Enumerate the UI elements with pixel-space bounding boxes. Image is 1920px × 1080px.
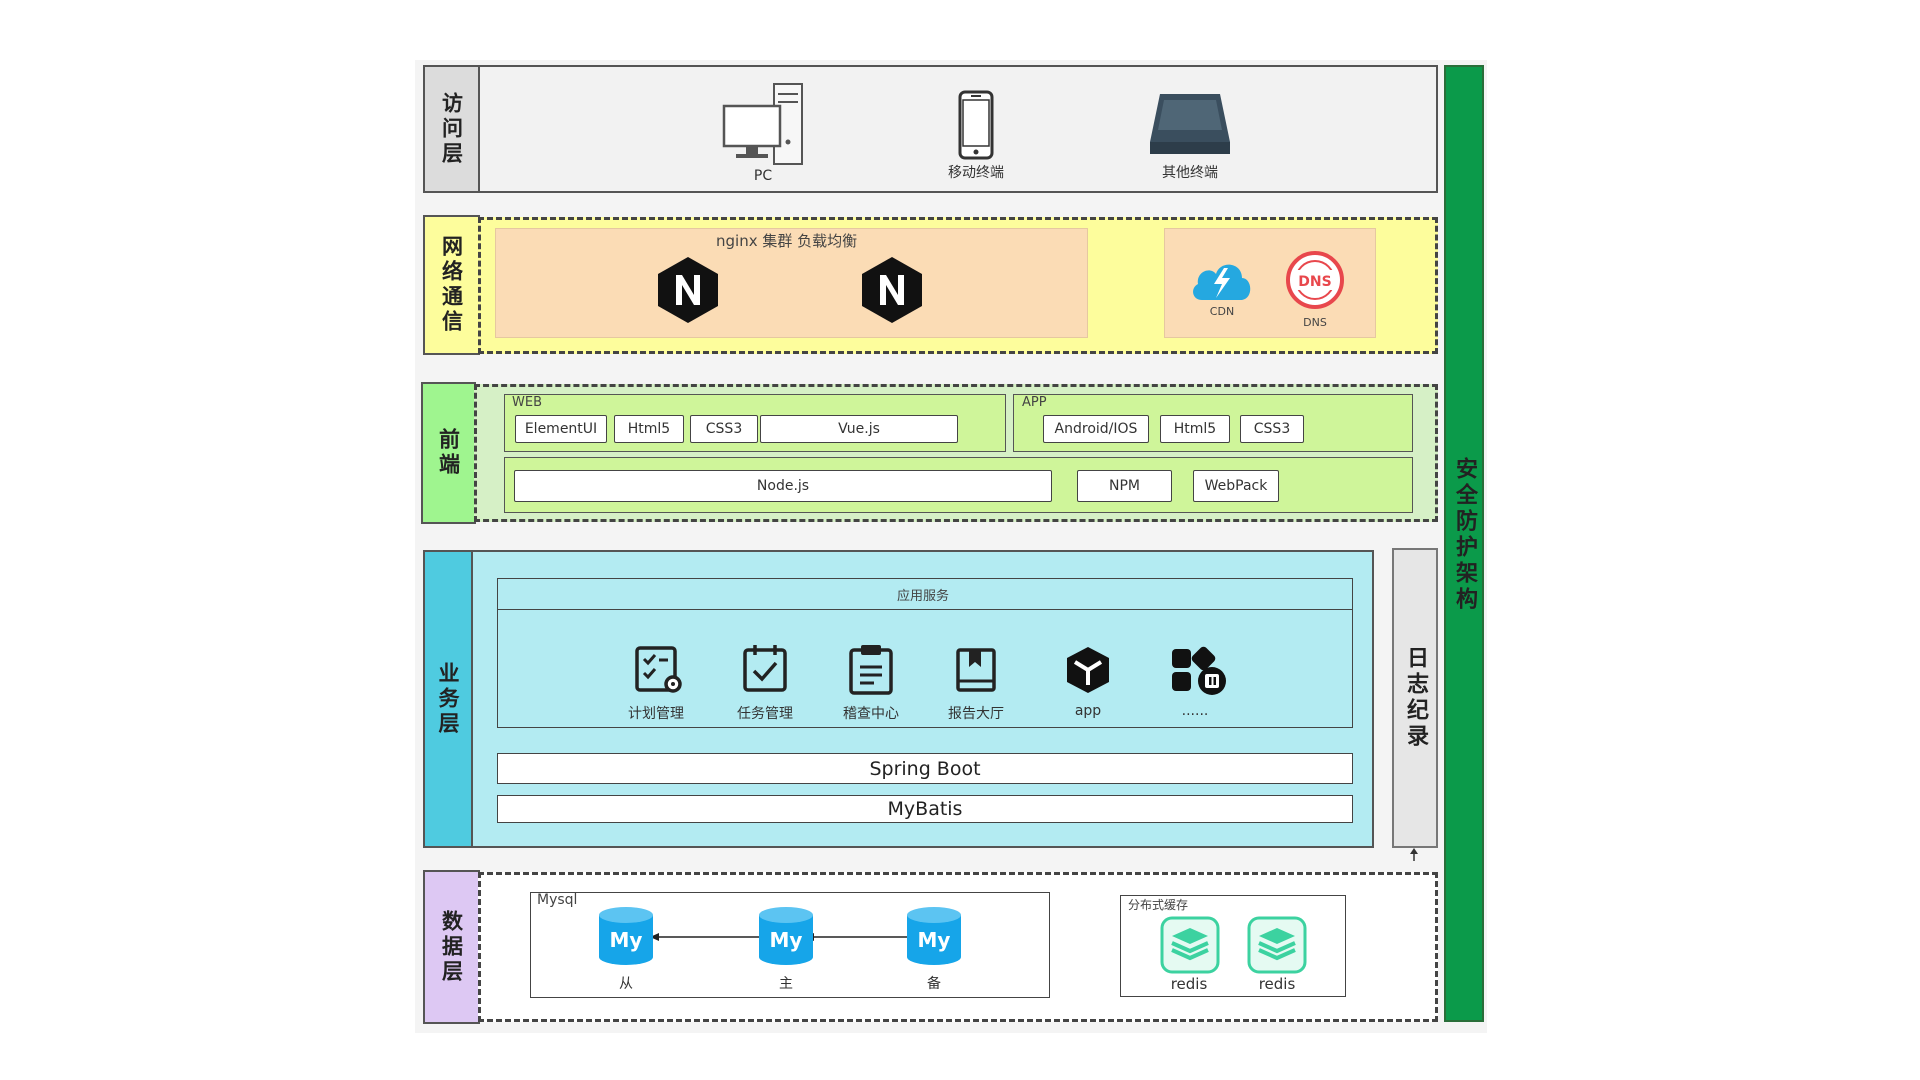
- mobile-caption: 移动终端: [948, 165, 1004, 181]
- mysql-database-icon: My: [599, 907, 653, 965]
- web-tech-vuejs: Vue.js: [760, 415, 958, 443]
- business-layer-text: 业务层: [436, 661, 460, 737]
- dns-caption: DNS: [1303, 316, 1327, 329]
- service-caption: ......: [1181, 703, 1209, 719]
- mysql-badge-text: My: [610, 928, 643, 952]
- mysql-node-caption: 主: [779, 976, 793, 992]
- mysql-node-caption: 备: [927, 976, 941, 992]
- nginx-icon: [862, 257, 922, 323]
- service-caption: 稽查中心: [843, 706, 899, 722]
- redis-icon: [1247, 916, 1307, 974]
- log-record-bar: 日志纪录: [1392, 548, 1438, 848]
- mysql-database-icon: My: [907, 907, 961, 965]
- log-record-label: 日志纪录: [1403, 646, 1428, 750]
- nginx-icon: [658, 257, 718, 323]
- data-layer-label: 数据层: [423, 870, 480, 1024]
- web-tech-css3: CSS3: [690, 415, 758, 443]
- distributed-cache-box: [1120, 895, 1346, 997]
- task-management-icon: [743, 645, 787, 692]
- network-layer-text: 网络通信: [439, 235, 464, 335]
- redis-caption: redis: [1258, 975, 1296, 993]
- access-layer-panel: [478, 65, 1438, 193]
- app-tech-android-ios: Android/IOS: [1043, 415, 1149, 443]
- nginx-cluster-box: [495, 228, 1088, 338]
- app-service-title: 应用服务: [897, 589, 950, 604]
- mysql-database-icon: My: [759, 907, 813, 965]
- audit-center-icon: [849, 645, 893, 695]
- redis-caption: redis: [1170, 975, 1208, 993]
- log-arrow-icon: [1410, 848, 1418, 861]
- redis-icon: [1160, 916, 1220, 974]
- mysql-title: Mysql: [537, 892, 578, 908]
- security-label: 安全防护架构: [1452, 457, 1477, 613]
- access-layer-label: 访问层: [423, 65, 480, 193]
- dns-badge-text: DNS: [1298, 274, 1331, 290]
- other-terminal-icon: [1150, 94, 1230, 154]
- access-layer-text: 访问层: [439, 91, 464, 167]
- network-layer-label: 网络通信: [423, 215, 480, 355]
- app-stack-title: APP: [1022, 395, 1047, 410]
- cdn-cloud-icon: [1193, 264, 1251, 300]
- mobile-phone-icon: [958, 90, 994, 160]
- tool-npm: NPM: [1077, 470, 1172, 502]
- web-tech-elementui: ElementUI: [515, 415, 607, 443]
- app-service-header: [497, 578, 1353, 610]
- web-tech-html5: Html5: [614, 415, 684, 443]
- service-caption: 报告大厅: [948, 706, 1004, 722]
- pc-caption: PC: [753, 168, 773, 184]
- pc-icon: [722, 83, 803, 165]
- plan-management-icon: [635, 646, 682, 693]
- app-tech-css3: CSS3: [1240, 415, 1304, 443]
- service-caption: app: [1074, 703, 1102, 719]
- cache-title: 分布式缓存: [1128, 898, 1189, 912]
- cdn-caption: CDN: [1209, 305, 1235, 318]
- service-caption: 计划管理: [628, 706, 684, 722]
- frontend-layer-label: 前端: [421, 382, 476, 524]
- service-caption: 任务管理: [737, 706, 793, 722]
- security-architecture-bar: 安全防护架构: [1444, 65, 1484, 1022]
- app-tech-html5: Html5: [1160, 415, 1230, 443]
- data-layer-text: 数据层: [439, 909, 464, 985]
- tool-nodejs: Node.js: [514, 470, 1052, 502]
- frontend-layer-text: 前端: [436, 428, 461, 478]
- app-cube-icon: [1067, 647, 1109, 693]
- dns-icon: DNS: [1286, 251, 1344, 309]
- mybatis-bar: MyBatis: [497, 795, 1353, 823]
- business-layer-label: 业务层: [423, 550, 473, 848]
- spring-boot-bar: Spring Boot: [497, 753, 1353, 784]
- nginx-cluster-title: nginx 集群 负载均衡: [716, 232, 858, 250]
- other-terminal-caption: 其他终端: [1162, 165, 1218, 181]
- mysql-node-caption: 从: [619, 976, 633, 992]
- web-stack-title: WEB: [512, 395, 542, 410]
- more-apps-icon: [1172, 646, 1226, 695]
- tool-webpack: WebPack: [1193, 470, 1279, 502]
- mysql-badge-text: My: [918, 928, 951, 952]
- report-hall-icon: [956, 648, 996, 692]
- mysql-badge-text: My: [770, 928, 803, 952]
